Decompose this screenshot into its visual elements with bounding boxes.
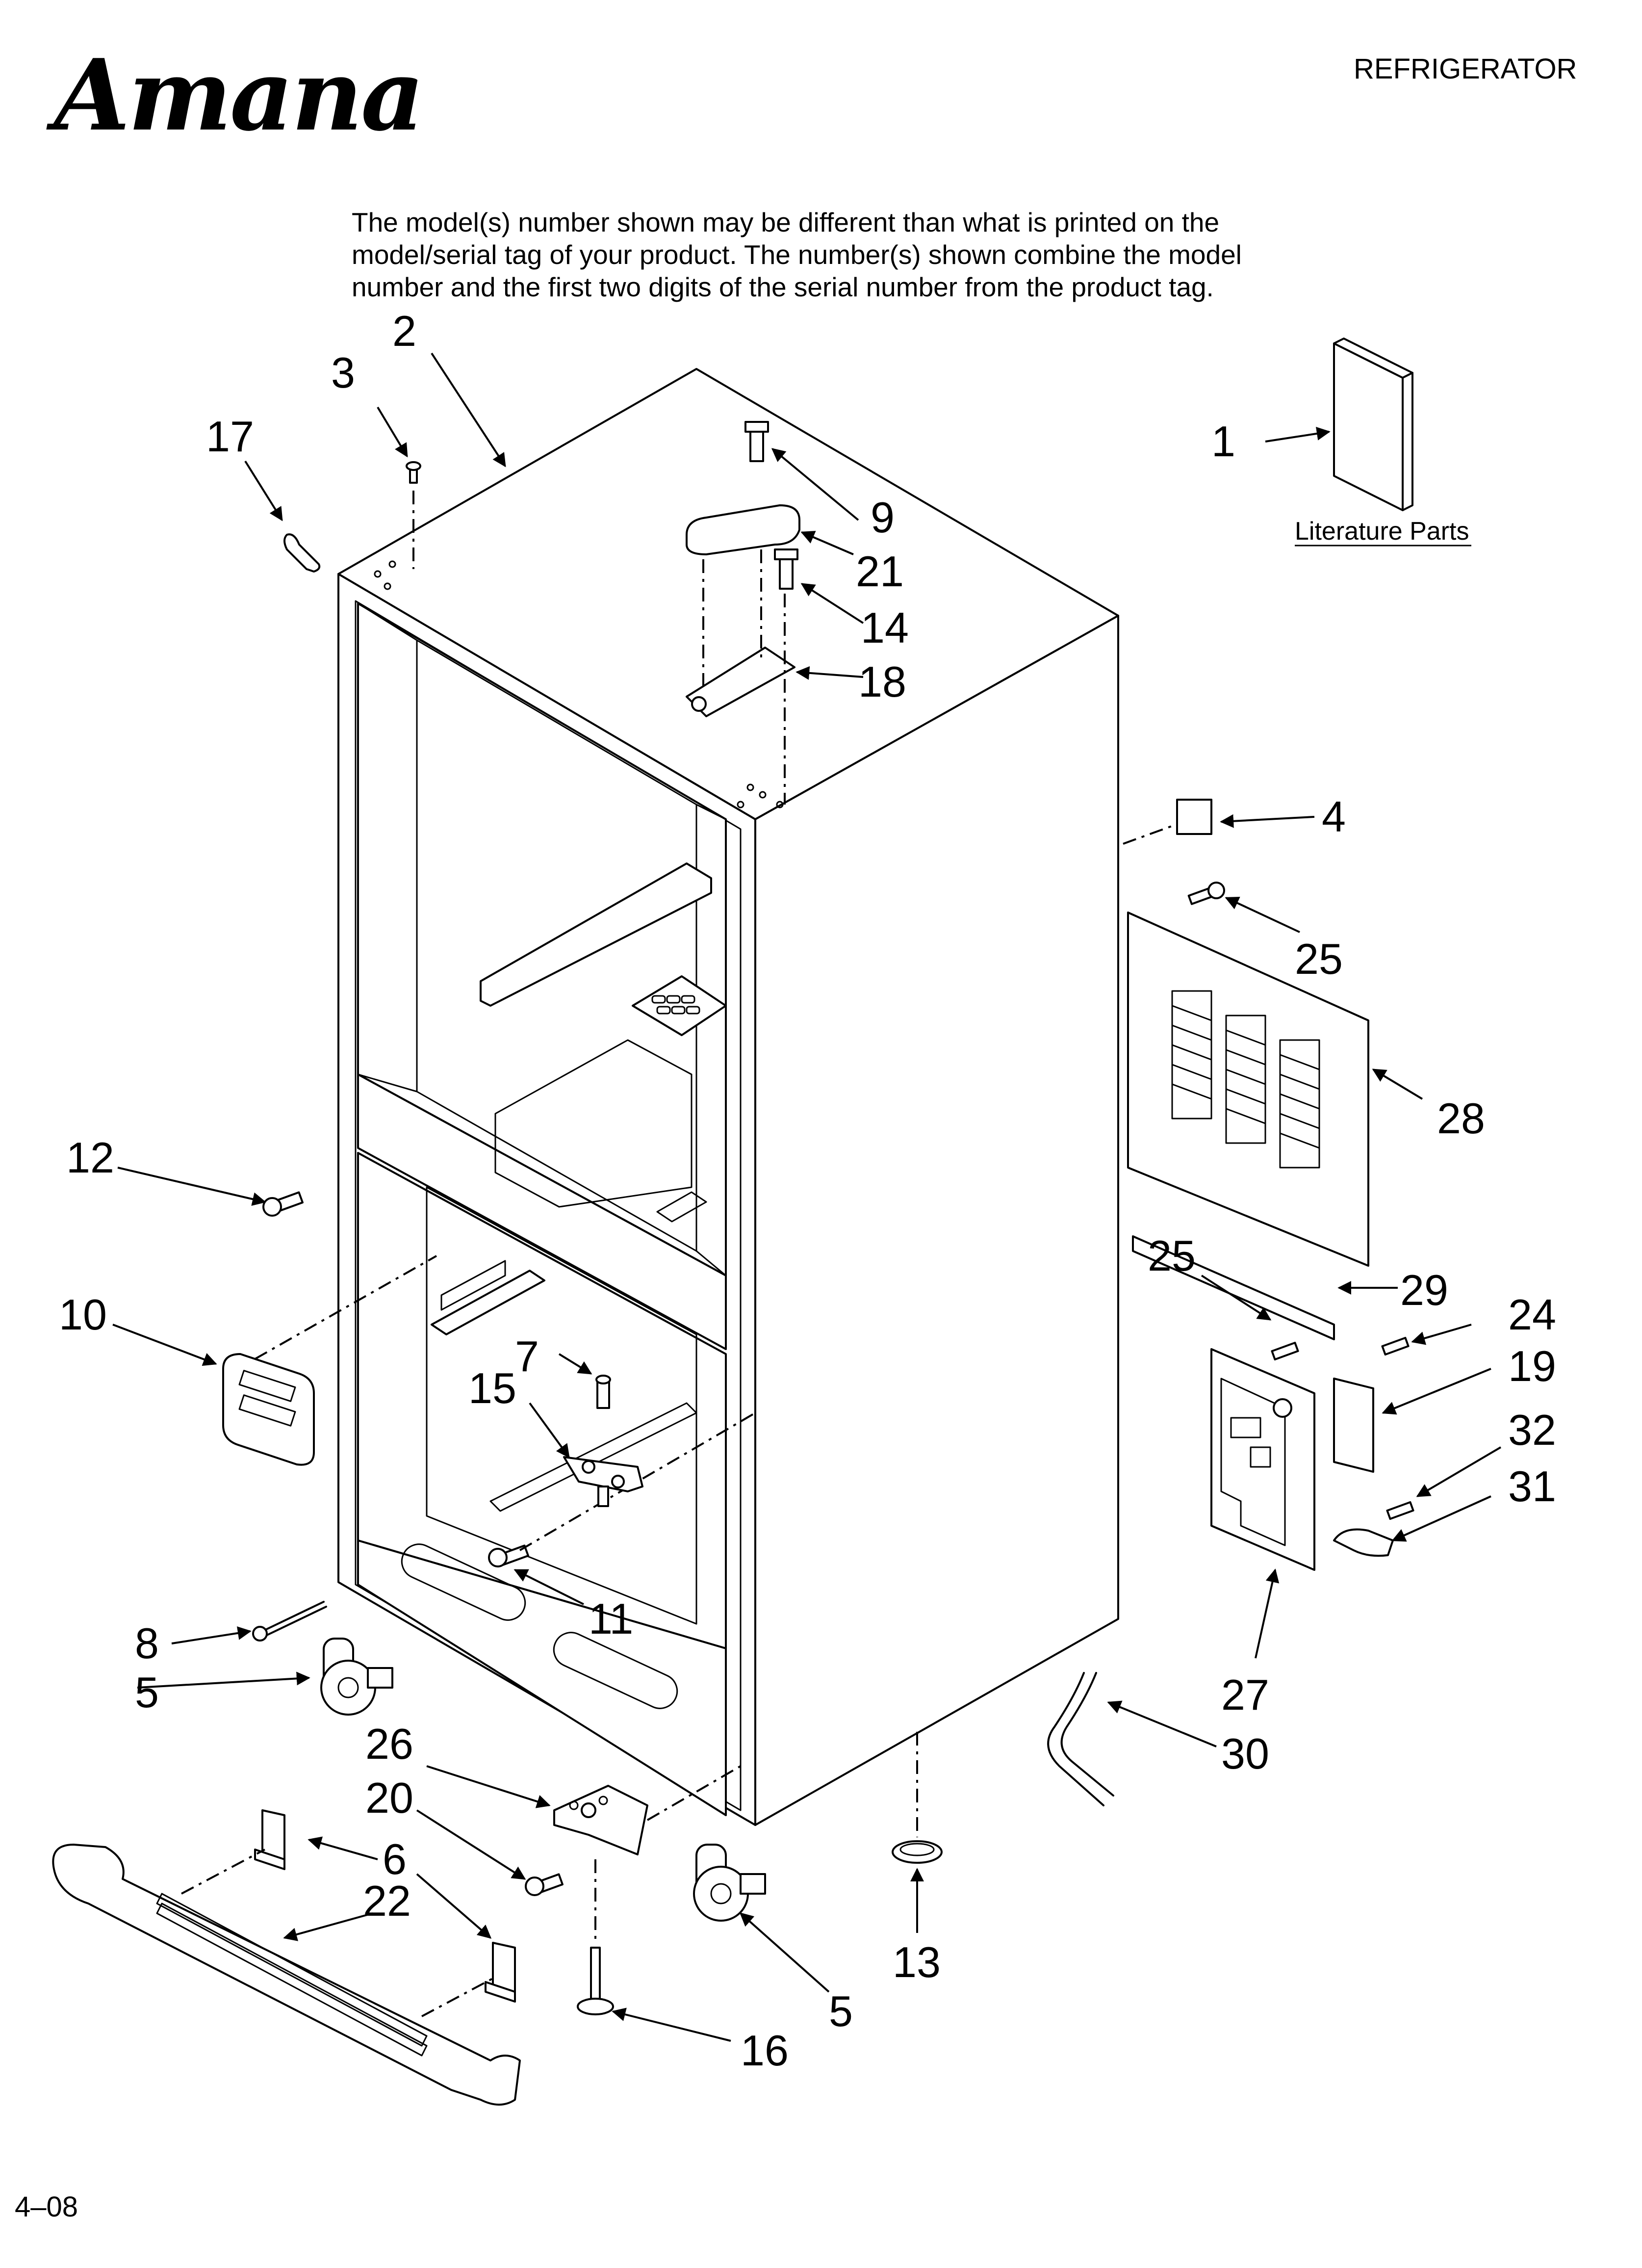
callout-6: 6 bbox=[383, 1835, 407, 1883]
callout-22: 22 bbox=[363, 1877, 411, 1925]
callout-19: 19 bbox=[1508, 1342, 1556, 1390]
part-17-tube bbox=[283, 533, 321, 573]
part-25-screw-upper bbox=[1187, 882, 1225, 905]
part-30-drain-tube bbox=[1047, 1672, 1104, 1806]
disclaimer-line: number and the first two digits of the s… bbox=[352, 272, 1214, 302]
callout-26: 26 bbox=[365, 1720, 413, 1768]
callout-20: 20 bbox=[365, 1773, 413, 1822]
callout-30: 30 bbox=[1221, 1729, 1269, 1778]
part-4-label bbox=[1176, 799, 1212, 835]
callout-labels: 1 2 3 4 5 5 6 7 8 9 10 11 12 13 14 15 16… bbox=[59, 307, 1556, 2075]
part-16-leveler bbox=[577, 1947, 614, 2015]
caster-front-left bbox=[320, 1638, 393, 1716]
part-8-bolt bbox=[252, 1601, 327, 1642]
callout-28: 28 bbox=[1437, 1094, 1485, 1143]
callout-17: 17 bbox=[206, 412, 254, 461]
callout-4: 4 bbox=[1322, 792, 1346, 841]
callout-3: 3 bbox=[331, 348, 355, 397]
rear-access-cover bbox=[1127, 912, 1369, 1267]
top-mounting-holes bbox=[374, 560, 784, 808]
callout-18: 18 bbox=[858, 657, 906, 706]
callout-21: 21 bbox=[856, 547, 904, 596]
vent-slots bbox=[651, 995, 700, 1015]
callout-25-upper: 25 bbox=[1295, 935, 1343, 983]
callout-8: 8 bbox=[135, 1619, 159, 1668]
cover-louvers bbox=[1171, 990, 1320, 1169]
callout-15: 15 bbox=[468, 1364, 516, 1412]
part-7-pin bbox=[595, 1375, 611, 1409]
part-22-base-grille bbox=[52, 1844, 521, 2106]
control-bracket bbox=[1210, 1336, 1414, 1571]
caster-front-right bbox=[693, 1844, 766, 1922]
callout-13: 13 bbox=[893, 1938, 941, 1986]
callout-25-lower: 25 bbox=[1148, 1231, 1196, 1280]
document-type: REFRIGERATOR bbox=[1354, 53, 1577, 85]
part-20-screw bbox=[525, 1873, 564, 1896]
callout-5-right: 5 bbox=[829, 1987, 853, 2035]
part-19-plate bbox=[1333, 1378, 1374, 1473]
callout-5-left: 5 bbox=[135, 1668, 159, 1717]
callout-10: 10 bbox=[59, 1290, 107, 1339]
part-3-screw bbox=[406, 461, 421, 569]
part-15-bracket bbox=[563, 1456, 643, 1507]
amana-logo: Amana bbox=[54, 38, 424, 153]
callout-12: 12 bbox=[66, 1133, 114, 1182]
part-6-clip-right bbox=[485, 1942, 516, 2003]
part-10-control-housing bbox=[222, 1353, 315, 1466]
revision-date: 4–08 bbox=[15, 2191, 78, 2223]
part-13-plug bbox=[892, 1840, 943, 1864]
disclaimer-line: The model(s) number shown may be differe… bbox=[352, 207, 1220, 237]
literature-parts-book bbox=[1333, 338, 1413, 511]
callout-9: 9 bbox=[871, 493, 895, 542]
callout-7: 7 bbox=[515, 1332, 539, 1381]
disclaimer-line: model/serial tag of your product. The nu… bbox=[352, 239, 1242, 270]
top-hinge-assembly bbox=[686, 421, 800, 805]
callout-31: 31 bbox=[1508, 1462, 1556, 1511]
leader-lines bbox=[112, 352, 1502, 2042]
callout-11: 11 bbox=[589, 1594, 633, 1643]
part-29-strip bbox=[1132, 1235, 1335, 1340]
model-number-disclaimer: The model(s) number shown may be differe… bbox=[352, 206, 1333, 303]
literature-parts-caption: Literature Parts bbox=[1295, 517, 1469, 546]
callout-2: 2 bbox=[392, 307, 416, 355]
callout-32: 32 bbox=[1508, 1406, 1556, 1454]
callout-29: 29 bbox=[1400, 1266, 1448, 1314]
part-6-clip-left bbox=[254, 1809, 285, 1870]
part-12-screw bbox=[262, 1191, 304, 1217]
callout-14: 14 bbox=[861, 603, 909, 652]
callout-24: 24 bbox=[1508, 1290, 1556, 1339]
callout-16: 16 bbox=[741, 2026, 789, 2075]
callout-1: 1 bbox=[1211, 417, 1235, 466]
cabinet-shell bbox=[337, 368, 1119, 1826]
part-31-clamp bbox=[1333, 1528, 1394, 1557]
part-26-bracket bbox=[553, 1785, 648, 1855]
callout-27: 27 bbox=[1221, 1670, 1269, 1719]
